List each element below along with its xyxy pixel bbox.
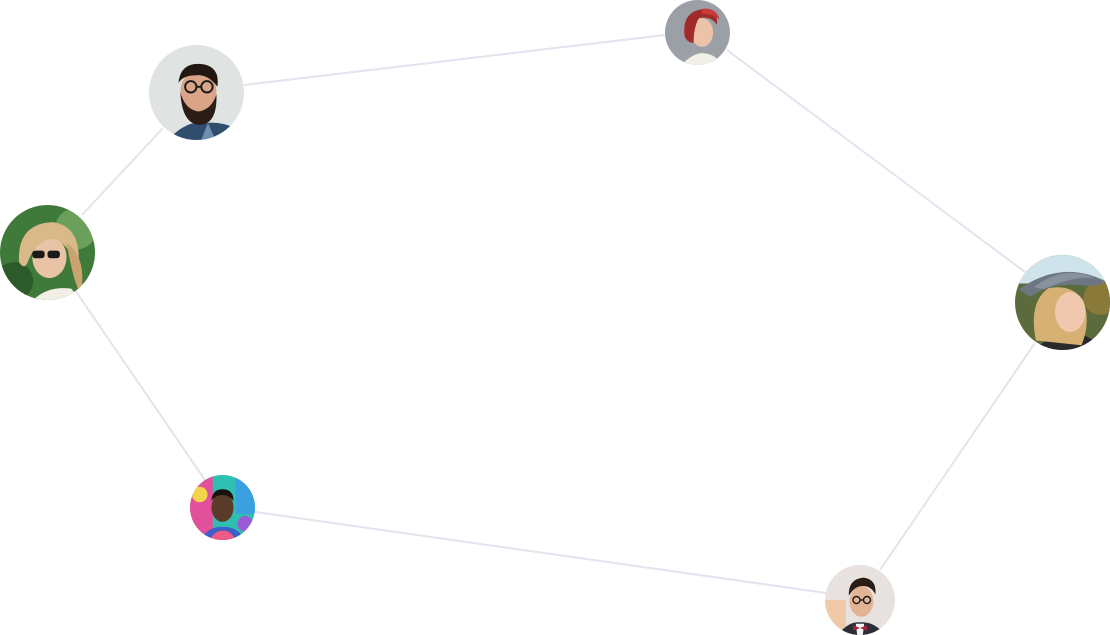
connection-line <box>74 289 206 481</box>
avatar-red-haired-woman[interactable] <box>665 0 730 65</box>
avatar-man-bowtie[interactable] <box>825 565 895 635</box>
blonde-woman-icon <box>0 205 95 300</box>
avatar-man-colorful-wall[interactable] <box>190 475 255 540</box>
bearded-man-icon <box>149 45 244 140</box>
connection-line <box>243 34 666 86</box>
woman-hat-icon <box>1015 255 1110 350</box>
connection-line <box>81 127 164 216</box>
avatar-bearded-man-glasses[interactable] <box>149 45 244 140</box>
red-haired-woman-icon <box>665 0 730 65</box>
avatar-woman-hat[interactable] <box>1015 255 1110 350</box>
connection-line <box>254 511 827 594</box>
man-colorful-wall-icon <box>190 475 255 540</box>
man-bowtie-icon <box>825 565 895 635</box>
connection-line <box>726 49 1026 273</box>
connection-line <box>879 342 1036 571</box>
avatar-blonde-woman-sunglasses[interactable] <box>0 205 95 300</box>
